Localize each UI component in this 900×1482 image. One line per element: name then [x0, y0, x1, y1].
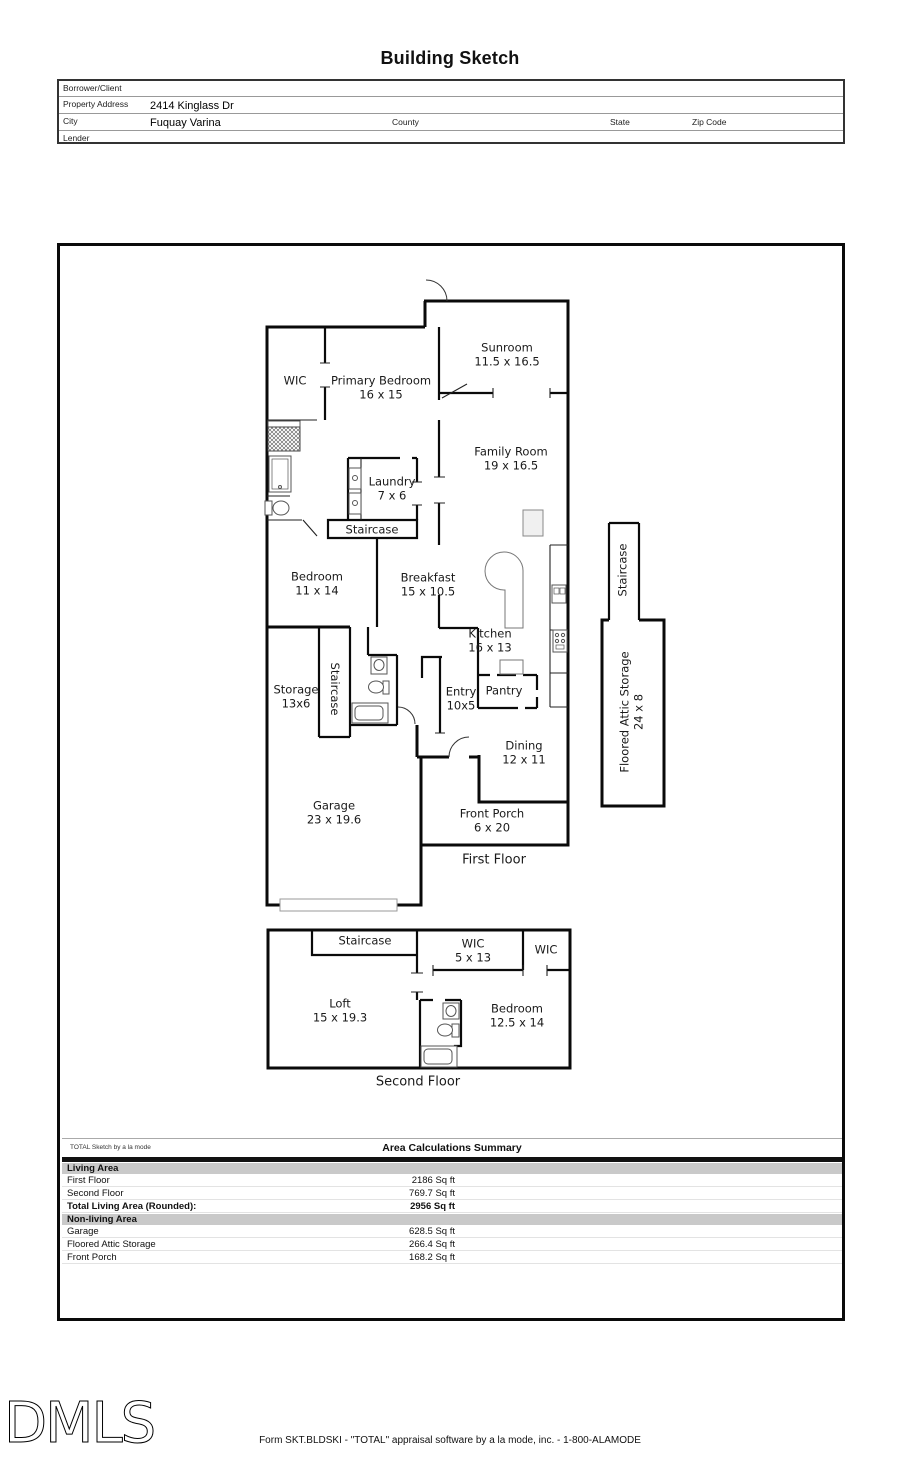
- fixtures: [264, 420, 568, 1068]
- door-leaf-bath1: [302, 519, 318, 537]
- form-row-address: Property Address 2414 Kinglass Dr: [59, 96, 843, 113]
- dmls-logo: DMLS: [4, 1391, 154, 1456]
- section-header-living: Living Area: [62, 1163, 842, 1174]
- door-leaf-family: [441, 383, 468, 399]
- lender-label: Lender: [63, 133, 90, 143]
- state-label: State: [610, 117, 630, 127]
- door-arcs: [397, 279, 470, 758]
- property-info-form: Borrower/Client Property Address 2414 Ki…: [57, 79, 845, 144]
- shower-icon: [268, 455, 292, 493]
- property-address-value: 2414 Kinglass Dr: [150, 100, 234, 112]
- room-label-wic-small: WIC: [534, 942, 558, 957]
- pantry-shelf-icon: [499, 659, 524, 675]
- stove-icon: [552, 629, 568, 653]
- summary-divider-band: [62, 1157, 842, 1162]
- zip-label: Zip Code: [692, 117, 727, 127]
- borrower-label: Borrower/Client: [63, 83, 122, 93]
- summary-header: TOTAL Sketch by a la mode Area Calculati…: [62, 1139, 842, 1155]
- county-label: County: [392, 117, 419, 127]
- bath2-icons: [420, 1002, 460, 1068]
- footer-form-line: Form SKT.BLDSKI - "TOTAL" appraisal soft…: [259, 1435, 641, 1446]
- page-title: Building Sketch: [380, 48, 520, 68]
- area-calculations-summary: TOTAL Sketch by a la mode Area Calculati…: [62, 1138, 842, 1264]
- city-value: Fuquay Varina: [150, 117, 221, 129]
- summary-row-total: Total Living Area (Rounded): 2956 Sq ft: [62, 1200, 842, 1213]
- hall-door-arc: [397, 706, 416, 725]
- second-floor-caption: Second Floor: [375, 1074, 461, 1090]
- room-label-staircase2: Staircase: [338, 933, 392, 948]
- sunroom-door-arc: [425, 279, 448, 302]
- front-door-arc: [448, 736, 470, 758]
- form-row-borrower: Borrower/Client: [59, 81, 843, 96]
- first-floor-caption: First Floor: [462, 852, 526, 868]
- summary-title: Area Calculations Summary: [382, 1142, 522, 1154]
- interior-walls: [310, 327, 641, 1068]
- fridge-icon: [522, 509, 544, 537]
- section-header-nonliving: Non-living Area: [62, 1214, 842, 1225]
- summary-row: Second Floor 769.7 Sq ft: [62, 1187, 842, 1200]
- summary-row: Front Porch 168.2 Sq ft: [62, 1251, 842, 1264]
- kitchen-sink-icon: [551, 584, 567, 604]
- sketch-border: [57, 243, 845, 1321]
- room-label-pantry: Pantry: [485, 683, 523, 698]
- summary-row: Garage 628.5 Sq ft: [62, 1225, 842, 1238]
- room-label-staircase-upper: Staircase: [345, 522, 399, 537]
- powder-bath-icons: [351, 656, 390, 724]
- summary-row: First Floor 2186 Sq ft: [62, 1174, 842, 1187]
- summary-row: Floored Attic Storage 266.4 Sq ft: [62, 1238, 842, 1251]
- closet-shelf-icon: [267, 420, 301, 428]
- washer-dryer-icon: [348, 467, 362, 515]
- kitchen-island-icon: [484, 551, 524, 629]
- exterior-walls: [265, 299, 666, 1070]
- room-label-staircase-left: Staircase: [327, 662, 342, 716]
- city-label: City: [63, 116, 78, 126]
- closet-hatch-icon: [267, 426, 301, 452]
- kitchen-counter: [549, 544, 568, 708]
- room-label-staircase-right: Staircase: [615, 543, 630, 597]
- form-row-city: City Fuquay Varina County State Zip Code: [59, 113, 843, 130]
- form-row-lender: Lender: [59, 130, 843, 145]
- summary-watermark: TOTAL Sketch by a la mode: [70, 1144, 151, 1151]
- toilet-icon-ff: [264, 500, 290, 516]
- garage-door-icon: [279, 898, 398, 912]
- room-label-wic1: WIC: [283, 373, 307, 388]
- property-address-label: Property Address: [63, 99, 129, 109]
